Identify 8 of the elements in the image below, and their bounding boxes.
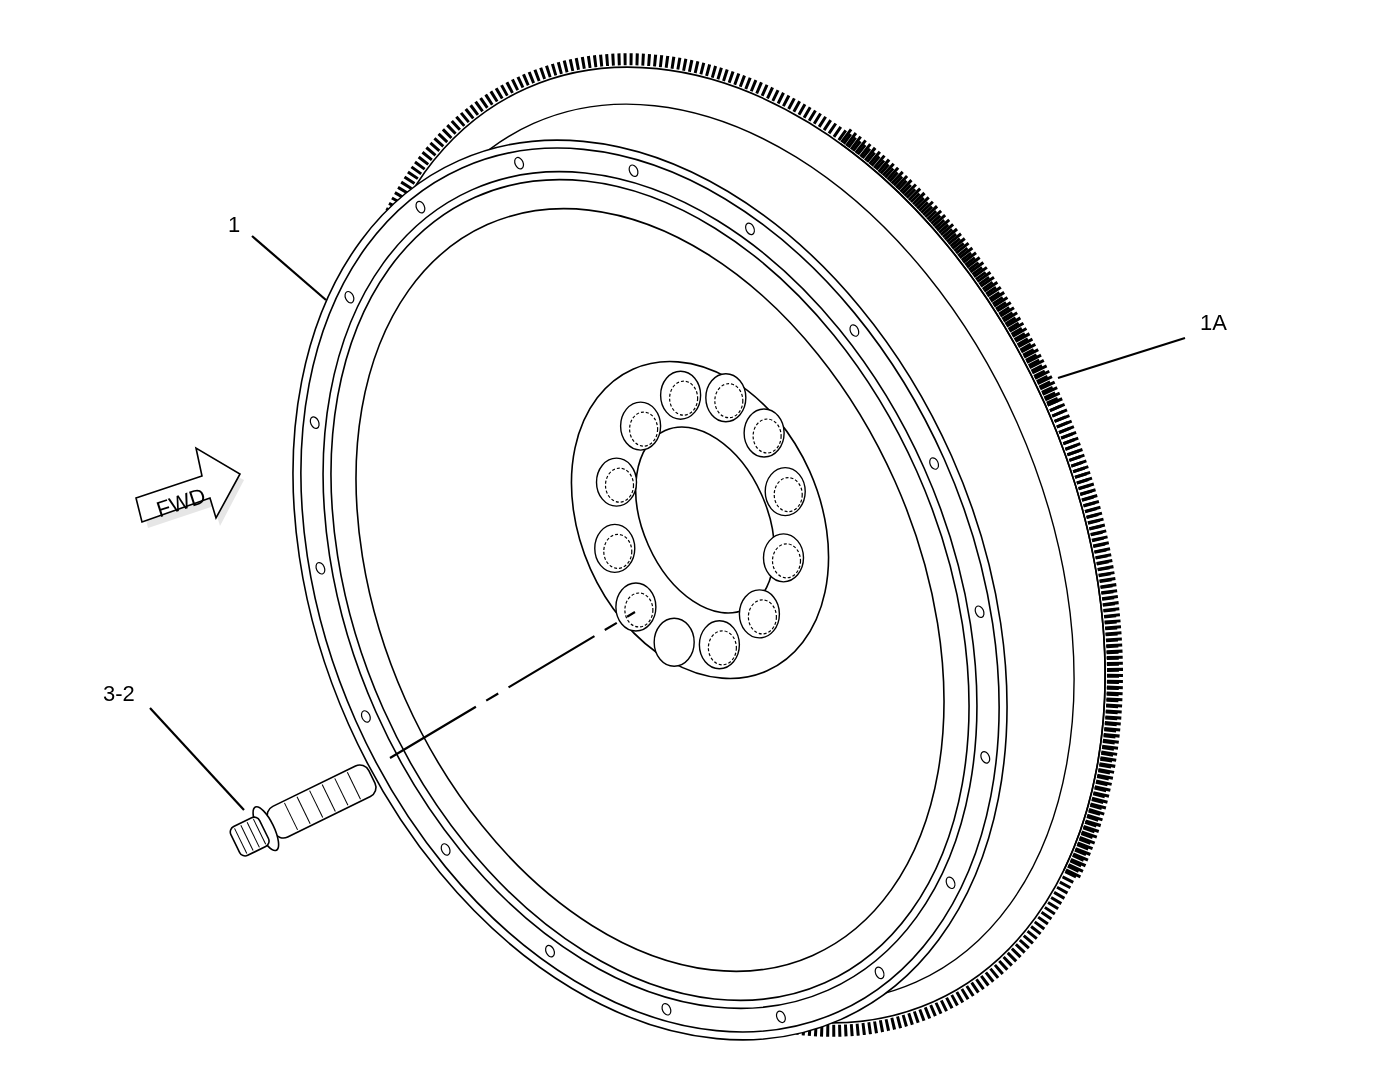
center-line xyxy=(389,611,636,759)
arrow-label: FWD xyxy=(153,484,209,522)
flywheel-drawing xyxy=(292,53,1119,1041)
callout-number: 1 xyxy=(228,214,241,236)
callout-number: 1A xyxy=(1200,312,1227,334)
callout-number: 3-2 xyxy=(103,683,135,705)
leader-line xyxy=(1057,336,1186,380)
leader-line xyxy=(149,707,245,811)
